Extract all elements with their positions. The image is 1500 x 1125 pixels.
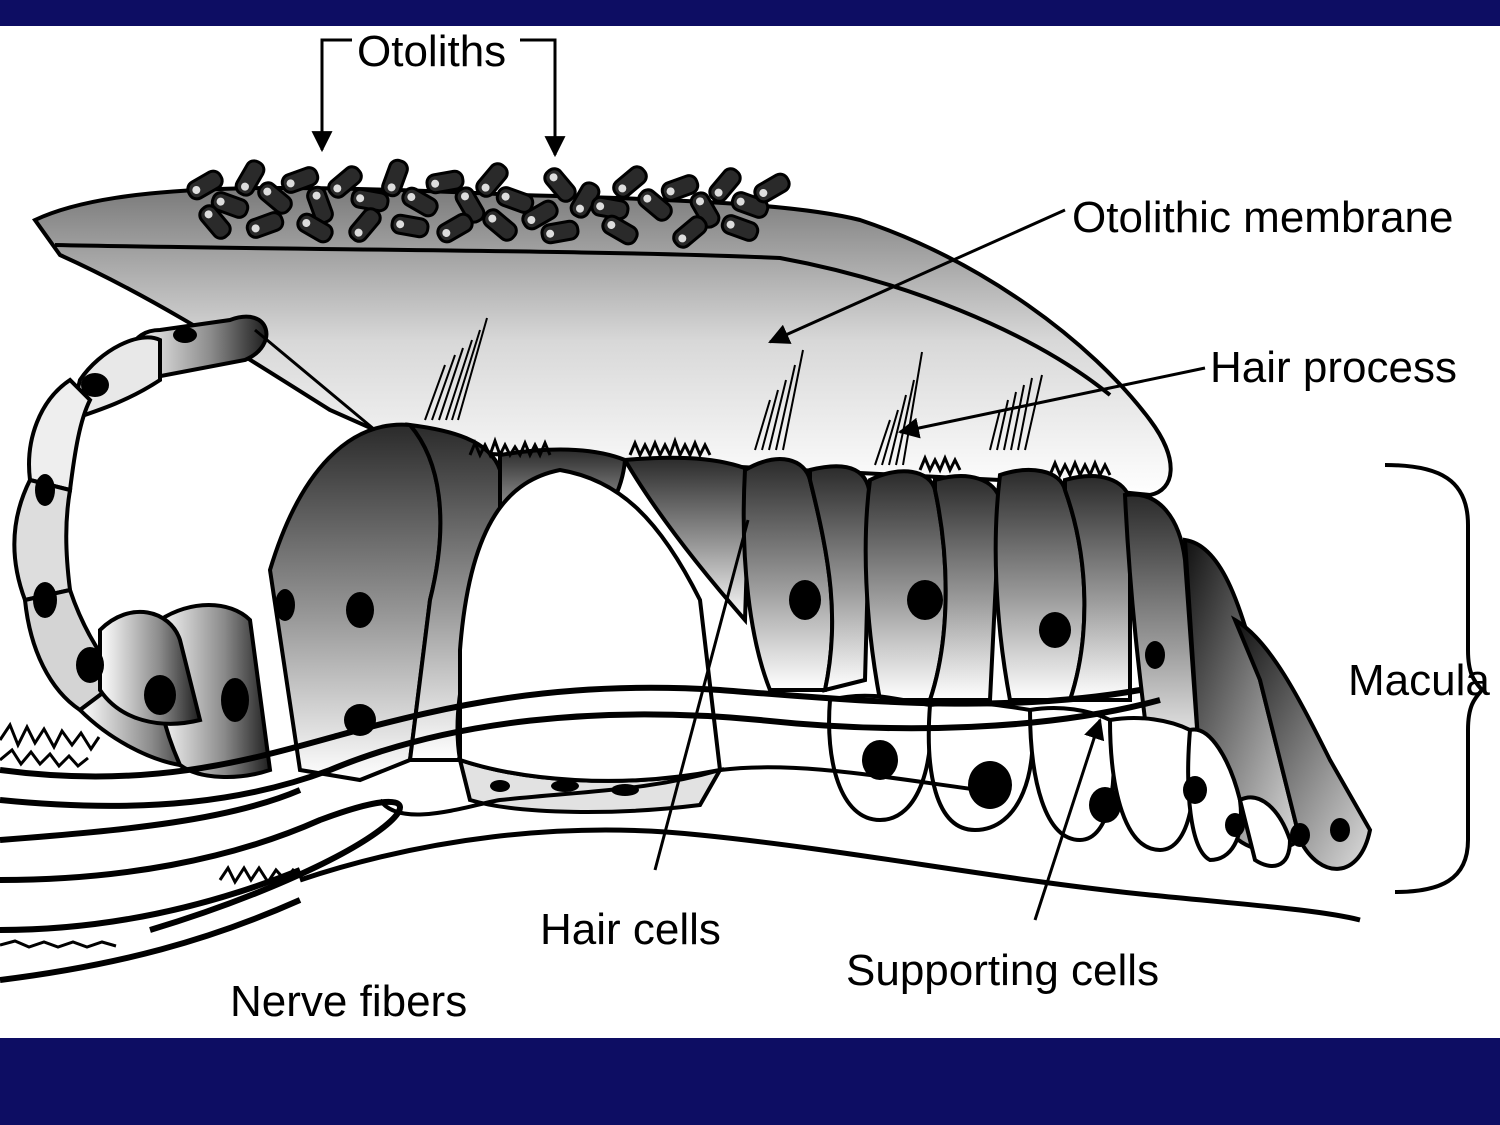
hair-cells-label: Hair cells [540,905,721,954]
macula-label: Macula [1348,656,1490,705]
otolithic-membrane-label: Otolithic membrane [1072,193,1453,242]
cell-nuclei [33,327,1350,847]
membrane-inner-line [54,243,1112,397]
slide-top-band [0,0,1500,26]
label-pointers [254,38,1206,921]
diagram-panel: Otoliths Otolithic membrane Hair process… [0,26,1500,1038]
hair-process-label: Hair process [1210,343,1457,392]
supporting-cells-pointer [1033,718,1105,921]
nerve-fiber-lines [0,684,1361,983]
left-leader-line [254,328,376,432]
nerve-fiber-squiggles [0,721,303,949]
macula-brace [1384,463,1485,894]
hair-bundles [424,317,1043,466]
otolithic-membrane-pointer [768,208,1066,344]
macula-diagram: Otoliths Otolithic membrane Hair process… [0,27,1490,1026]
otoliths-bracket [311,38,352,153]
nerve-fibers-label: Nerve fibers [230,977,467,1026]
otoliths-label: Otoliths [357,27,506,76]
apical-microvilli [468,436,1112,479]
hair-process-pointer [897,366,1206,439]
hair-cells-pointer [653,519,750,871]
supporting-cells-label: Supporting cells [846,946,1159,995]
otolith-crystals [186,158,791,249]
slide-bottom-band [0,1038,1500,1125]
